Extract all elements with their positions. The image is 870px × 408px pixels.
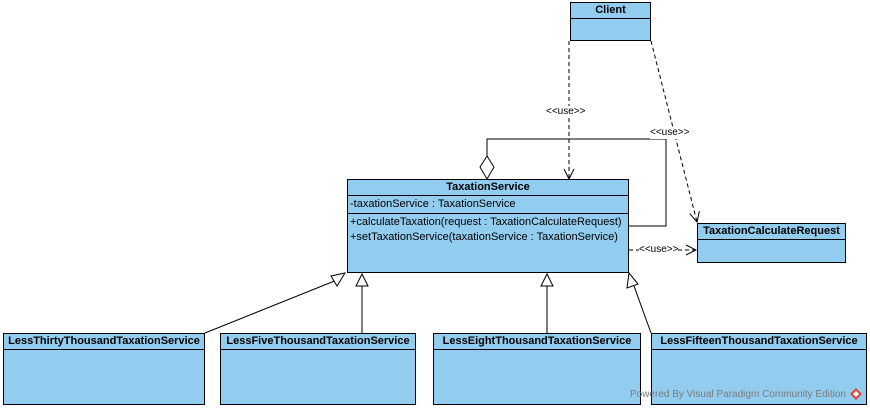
taxation-service-class[interactable]: TaxationService -taxationService : Taxat… (347, 179, 629, 273)
client-class[interactable]: Client (570, 2, 651, 41)
operation: +setTaxationService(taxationService : Ta… (350, 231, 618, 243)
attribute: -taxationService : TaxationService (350, 198, 516, 210)
less-eight-thousand-class[interactable]: LessEightThousandTaxationService (433, 333, 641, 405)
aggregation-line (486, 138, 667, 227)
use-label-client-request: <<use>> (650, 127, 690, 139)
class-name: LessFiveThousandTaxationService (221, 334, 415, 350)
operation: +calculateTaxation(request : TaxationCal… (350, 216, 622, 228)
class-name: LessEightThousandTaxationService (434, 334, 640, 350)
powered-by-footer: Powered By Visual Paradigm Community Edi… (630, 388, 862, 400)
operations-compartment: +calculateTaxation(request : TaxationCal… (348, 214, 628, 246)
visual-paradigm-logo-icon (850, 388, 862, 400)
generalization-arrow-less-eight (540, 272, 554, 287)
less-five-thousand-class[interactable]: LessFiveThousandTaxationService (220, 333, 416, 405)
generalization-less-thirty (204, 279, 338, 334)
taxation-calculate-request-class[interactable]: TaxationCalculateRequest (697, 223, 846, 263)
aggregation-diamond (479, 155, 495, 180)
class-name: LessFifteenThousandTaxationService (652, 334, 866, 350)
class-name: LessThirtyThousandTaxationService (4, 334, 204, 350)
class-name: Client (571, 3, 650, 19)
class-name: TaxationCalculateRequest (698, 224, 845, 240)
generalization-arrow-less-five (355, 272, 369, 287)
less-fifteen-thousand-class[interactable]: LessFifteenThousandTaxationService (651, 333, 867, 405)
footer-text: Powered By Visual Paradigm Community Edi… (629, 388, 846, 400)
attributes-compartment: -taxationService : TaxationService (348, 196, 628, 214)
generalization-arrow-less-thirty (330, 272, 347, 287)
class-name: TaxationService (348, 180, 628, 196)
less-thirty-thousand-class[interactable]: LessThirtyThousandTaxationService (3, 333, 205, 405)
generalization-less-fifteen (633, 285, 652, 334)
generalization-arrow-less-fifteen (626, 271, 639, 289)
use-label-client-service: <<use>> (546, 106, 586, 118)
use-label-service-request: <<use>> (639, 244, 679, 256)
